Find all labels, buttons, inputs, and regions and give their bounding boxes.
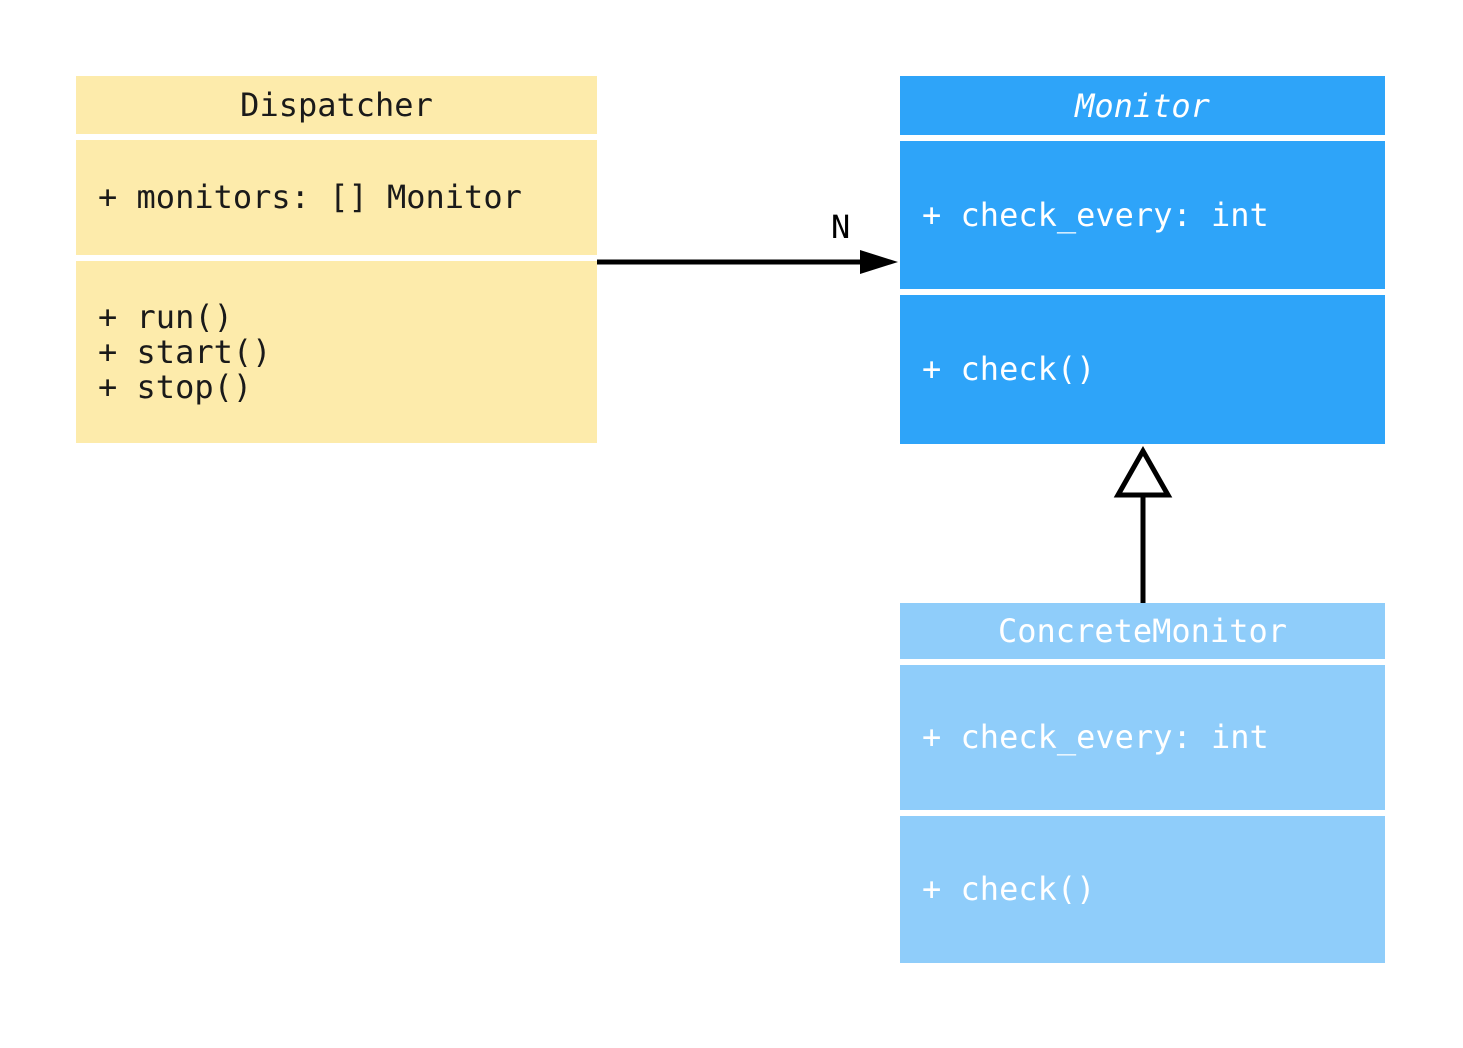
methods-compartment-monitor: + check() [900, 295, 1385, 444]
method-run: + run() [98, 297, 233, 336]
method-start: + start() [98, 332, 272, 371]
method-check: + check() [922, 350, 1096, 388]
association-multiplicity-label: N [831, 208, 851, 246]
class-title-concrete-monitor: ConcreteMonitor [900, 603, 1385, 659]
attributes-compartment-dispatcher: + monitors: [] Monitor [76, 140, 597, 255]
class-box-dispatcher: Dispatcher + monitors: [] Monitor + run(… [76, 76, 597, 443]
attribute-check-every: + check_every: int [922, 718, 1269, 756]
method-stop: + stop() [98, 367, 253, 406]
class-box-monitor: Monitor + check_every: int + check() [900, 76, 1385, 444]
methods-compartment-concrete-monitor: + check() [900, 816, 1385, 963]
class-title-monitor: Monitor [900, 76, 1385, 135]
method-check: + check() [922, 870, 1096, 908]
attribute-monitors: + monitors: [] Monitor [98, 178, 522, 216]
attributes-compartment-concrete-monitor: + check_every: int [900, 665, 1385, 810]
inheritance-arrow [1113, 445, 1173, 603]
class-title-dispatcher: Dispatcher [76, 76, 597, 134]
class-box-concrete-monitor: ConcreteMonitor + check_every: int + che… [900, 603, 1385, 963]
inheritance-triangle-icon [1113, 445, 1173, 498]
association-arrow [597, 250, 898, 274]
attributes-compartment-monitor: + check_every: int [900, 141, 1385, 289]
attribute-check-every: + check_every: int [922, 195, 1269, 234]
methods-compartment-dispatcher: + run() + start() + stop() [76, 261, 597, 443]
association-arrowhead-icon [860, 250, 898, 274]
